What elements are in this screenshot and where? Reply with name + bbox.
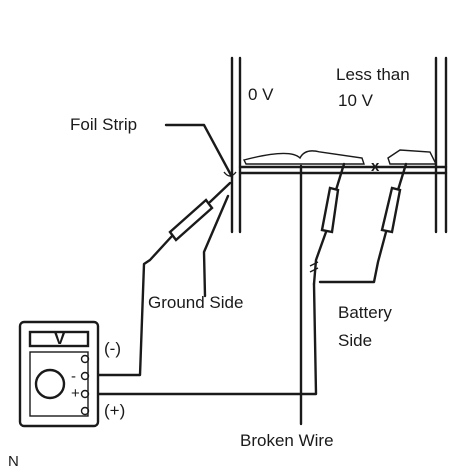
less-than-label-line2: 10 V [338,91,374,110]
ground-probe [88,181,232,377]
battery-side-label-line1: Battery [338,303,392,322]
plus-terminal-label: (+) [104,401,125,420]
wire-bundle [242,149,438,165]
probe-2 [318,162,408,284]
zero-volt-label: 0 V [248,85,274,104]
meter-display-label: V [54,329,66,348]
foil-strip-leader [164,123,237,179]
ground-side-leader [202,194,230,298]
svg-text:-: - [71,368,76,385]
broken-wire-label: Broken Wire [240,431,334,450]
minus-terminal-label: (-) [104,339,121,358]
svg-text:+: + [71,385,80,402]
multimeter: V - + [18,320,100,428]
corner-mark: N [8,453,19,470]
battery-side-label-line2: Side [338,331,372,350]
break-mark: x [371,158,380,175]
ground-side-label: Ground Side [148,293,243,312]
less-than-label-line1: Less than [336,65,410,84]
probe-1 [88,162,346,396]
foil-strip-label: Foil Strip [70,115,137,134]
